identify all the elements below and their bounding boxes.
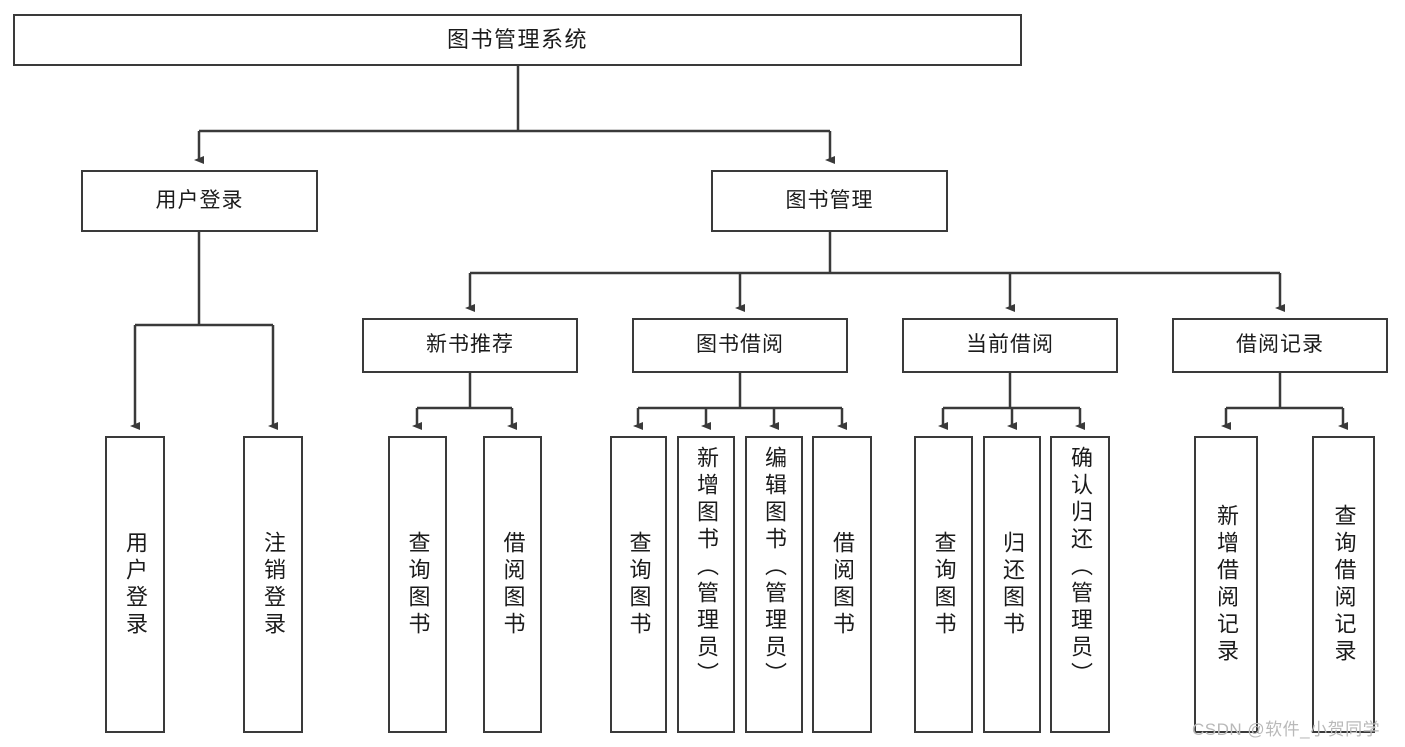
node-label: 图书管理系统: [446, 27, 588, 53]
node-label: 查询图书: [931, 530, 957, 639]
leaf-query-book-3[interactable]: 查询图书: [914, 436, 973, 733]
leaf-add-book[interactable]: 新增图书（管理员）: [677, 436, 735, 733]
node-label: 借阅图书: [830, 530, 855, 639]
node-label: 当前借阅: [966, 333, 1054, 357]
leaf-borrow-book-1[interactable]: 借阅图书: [483, 436, 542, 733]
node-label: 用户登录: [155, 188, 244, 212]
leaf-query-book-2[interactable]: 查询图书: [610, 436, 667, 733]
leaf-query-book-1[interactable]: 查询图书: [388, 436, 447, 733]
node-label: 编辑图书（管理员）: [762, 446, 787, 689]
node-borrow-record[interactable]: 借阅记录: [1172, 318, 1388, 373]
leaf-logout-login[interactable]: 注销登录: [243, 436, 303, 733]
node-book-borrow[interactable]: 图书借阅: [632, 318, 848, 373]
node-label: 查询借阅记录: [1331, 503, 1357, 666]
node-label: 图书借阅: [696, 333, 784, 357]
node-label: 借阅图书: [500, 530, 526, 639]
node-book-manage[interactable]: 图书管理: [711, 170, 948, 232]
leaf-confirm-return[interactable]: 确认归还（管理员）: [1050, 436, 1110, 733]
node-library-management-system[interactable]: 图书管理系统: [13, 14, 1022, 66]
node-label: 借阅记录: [1236, 333, 1324, 357]
leaf-query-record[interactable]: 查询借阅记录: [1312, 436, 1375, 733]
node-label: 归还图书: [1000, 530, 1025, 639]
node-label: 查询图书: [626, 530, 652, 639]
node-label: 新书推荐: [426, 333, 514, 357]
csdn-watermark: CSDN @软件_小贺同学: [1192, 720, 1381, 739]
node-label: 用户登录: [123, 530, 148, 639]
node-new-book-recommend[interactable]: 新书推荐: [362, 318, 578, 373]
node-label: 新增借阅记录: [1214, 503, 1239, 666]
node-label: 确认归还（管理员）: [1068, 446, 1093, 689]
node-label: 注销登录: [261, 530, 286, 639]
node-label: 图书管理: [785, 188, 874, 212]
node-label: 查询图书: [405, 530, 431, 639]
node-user-login[interactable]: 用户登录: [81, 170, 318, 232]
leaf-add-record[interactable]: 新增借阅记录: [1194, 436, 1258, 733]
node-label: 新增图书（管理员）: [694, 446, 719, 689]
leaf-borrow-book-2[interactable]: 借阅图书: [812, 436, 872, 733]
leaf-user-login[interactable]: 用户登录: [105, 436, 165, 733]
node-current-borrow[interactable]: 当前借阅: [902, 318, 1118, 373]
leaf-return-book[interactable]: 归还图书: [983, 436, 1041, 733]
leaf-edit-book[interactable]: 编辑图书（管理员）: [745, 436, 803, 733]
